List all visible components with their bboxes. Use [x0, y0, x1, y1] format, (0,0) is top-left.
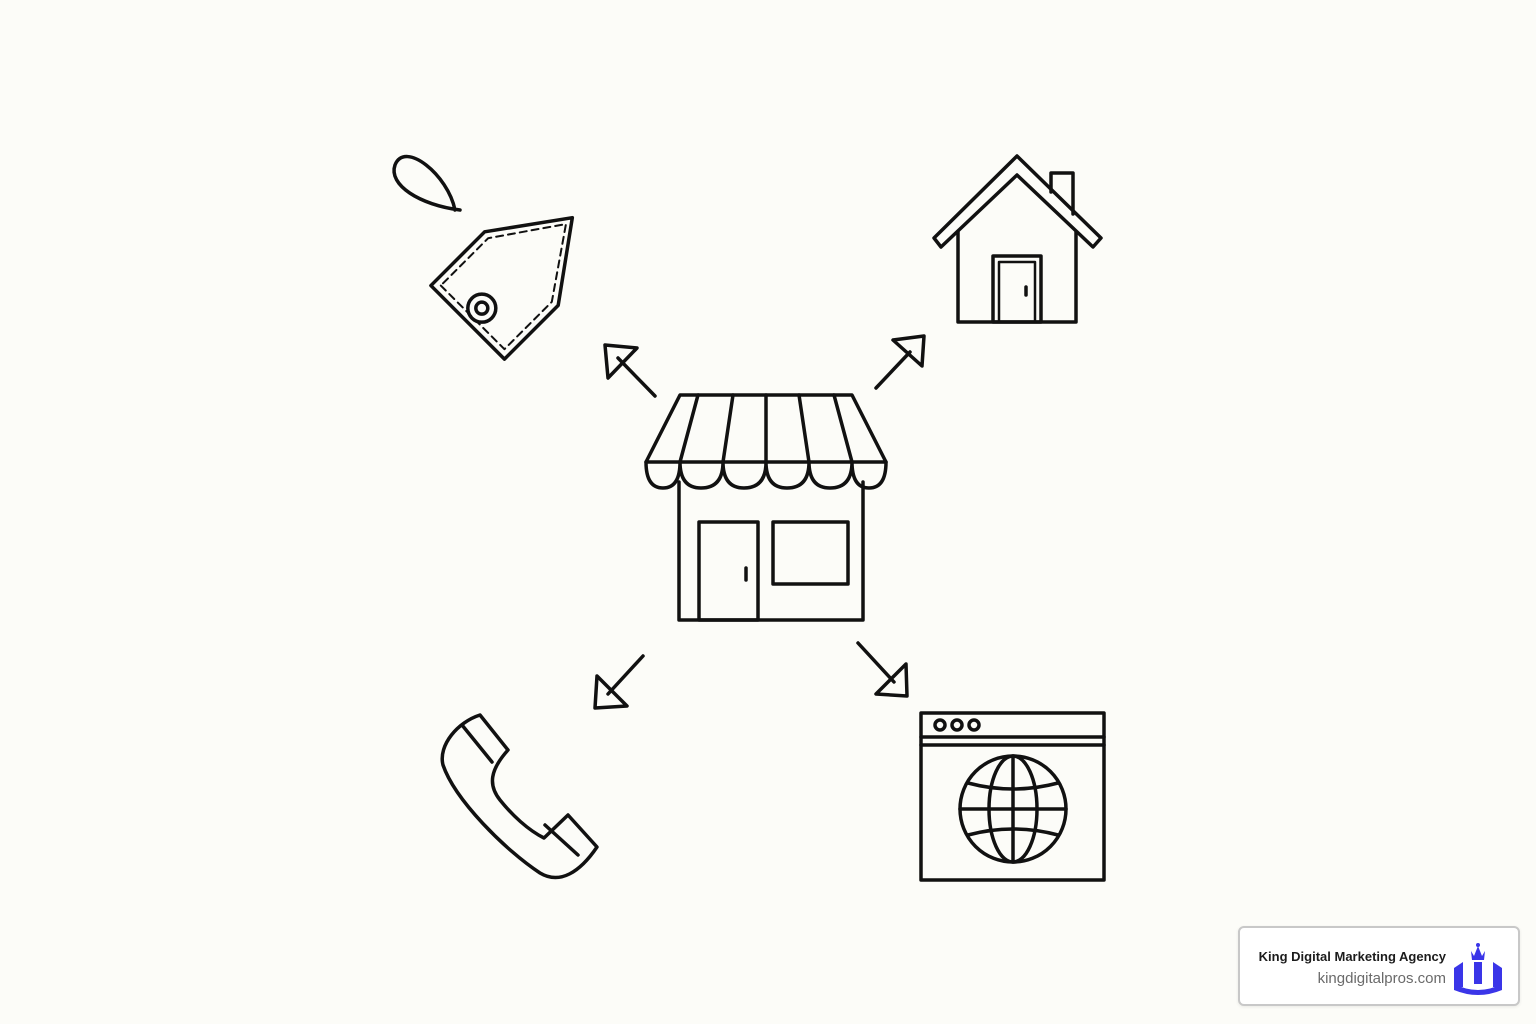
- agency-badge-text: King Digital Marketing Agency kingdigita…: [1259, 948, 1446, 990]
- crown-logo-icon: [1454, 943, 1502, 995]
- arrow-down-right-icon: [856, 641, 909, 698]
- phone-icon: [440, 713, 599, 880]
- price-tag-icon: [429, 215, 575, 361]
- storefront-icon: [644, 393, 888, 622]
- browser-globe-icon: [919, 711, 1106, 882]
- arrow-up-right-icon: [874, 334, 926, 390]
- house-icon: [932, 154, 1103, 324]
- arrow-up-left-icon: [603, 343, 657, 398]
- tag-string-icon: [392, 154, 462, 212]
- agency-badge[interactable]: King Digital Marketing Agency kingdigita…: [1238, 926, 1520, 1006]
- agency-name: King Digital Marketing Agency: [1258, 949, 1446, 964]
- agency-url[interactable]: kingdigitalpros.com: [1317, 970, 1446, 987]
- arrow-down-left-icon: [593, 654, 645, 710]
